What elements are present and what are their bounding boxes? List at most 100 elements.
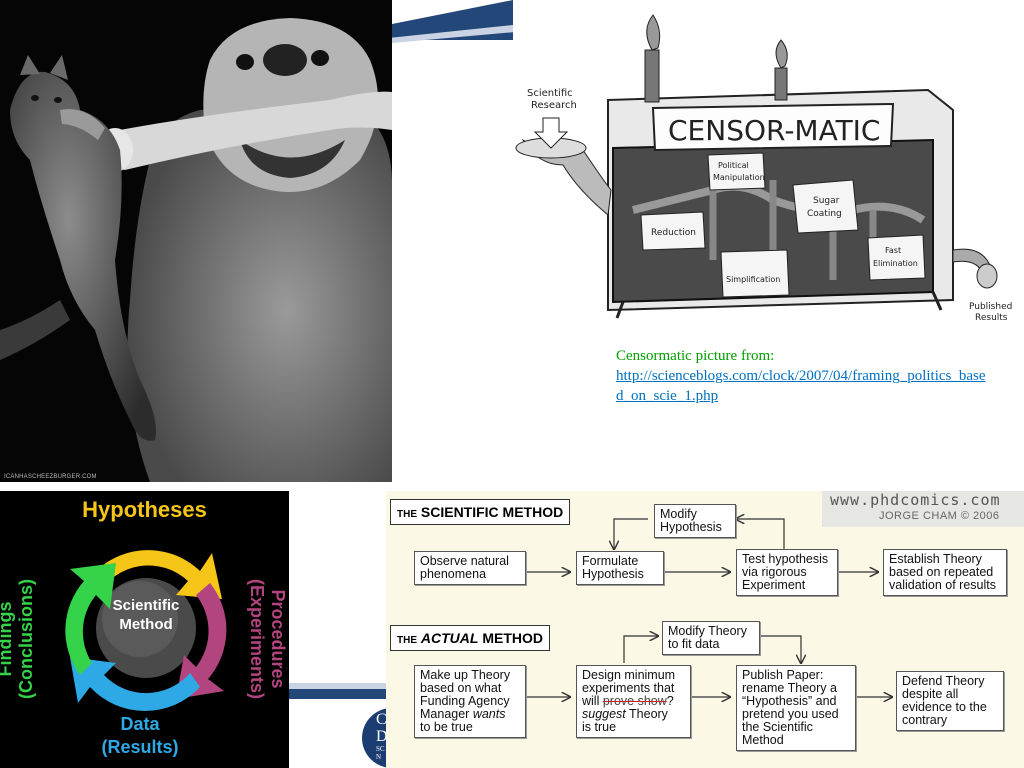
box-make-up-theory: Make up Theory based on what Funding Age…	[414, 665, 526, 738]
box-line: the Scientific	[742, 720, 813, 734]
comic-title-scientific: THE SCIENTIFIC METHOD	[390, 499, 571, 525]
module-label: Manipulation	[713, 173, 765, 182]
text-run: Manager	[420, 707, 473, 721]
box-line: Manager wants	[420, 708, 520, 721]
censor-matic-drawing: CENSOR-MATIC Scientific Research Publish…	[515, 14, 1012, 323]
box-line: experiments that	[582, 681, 675, 695]
box-line: based on repeated	[889, 565, 994, 579]
credit-label: Censormatic picture from:	[616, 348, 775, 364]
module-label: Coating	[807, 209, 842, 219]
box-line: to fit data	[668, 637, 720, 651]
text-run-italic: suggest	[582, 707, 626, 721]
box-line: is true	[582, 720, 617, 734]
box-line: Formulate	[582, 554, 639, 568]
module-label: Political	[718, 161, 749, 170]
module-label: Fast	[885, 246, 901, 255]
cycle-label-line: (Results)	[101, 737, 179, 757]
cycle-label-procedures: Procedures (Experiments)	[246, 549, 288, 729]
image-credit: Censormatic picture from: http://science…	[616, 346, 986, 406]
cycle-label-line: (Experiments)	[247, 578, 267, 700]
title-actual: ACTUAL	[420, 630, 479, 646]
box-line: phenomena	[420, 567, 487, 581]
box-establish-theory: Establish Theory based on repeated valid…	[883, 549, 1007, 596]
template-stripe-bottom-light	[289, 683, 386, 689]
comic-site-banner	[822, 491, 1024, 527]
box-line: Method	[742, 733, 784, 747]
comic-arrows	[526, 491, 1024, 768]
input-label: Research	[531, 100, 577, 111]
box-line: Defend Theory	[902, 674, 985, 688]
phd-comic-strip: www.phdcomics.com JORGE CHAM © 2006 THE …	[386, 491, 1024, 768]
title-rest: SCIENTIFIC METHOD	[420, 504, 564, 520]
cycle-label-line: (Conclusions)	[16, 579, 36, 699]
cycle-arrow-blue	[70, 657, 200, 712]
box-line: contrary	[902, 713, 948, 727]
kitten-dog-illustration	[0, 18, 392, 482]
cycle-arrows	[65, 550, 227, 712]
box-line: Modify Theory	[668, 624, 747, 638]
box-line: based on what	[420, 681, 502, 695]
module-label: Sugar	[813, 196, 840, 206]
text-run: ?	[666, 694, 674, 708]
box-test-hypothesis: Test hypothesis via rigorous Experiment	[736, 549, 838, 596]
text-run: Theory	[625, 707, 668, 721]
box-line: Hypothesis	[660, 520, 722, 534]
logo-letter: N	[376, 753, 382, 761]
box-line: Design minimum	[582, 668, 676, 682]
box-defend-theory: Defend Theory despite all evidence to th…	[896, 671, 1004, 731]
box-line: despite all	[902, 687, 959, 701]
box-line: Make up Theory	[420, 668, 511, 682]
box-line: Modify	[660, 507, 697, 521]
kitten-dog-photo: ICANHASCHEEZBURGER.COM	[0, 0, 392, 482]
title-the: THE	[397, 509, 417, 520]
cycle-label-hypotheses: Hypotheses	[82, 497, 207, 522]
box-line: to be true	[420, 720, 473, 734]
box-line: evidence to the	[902, 700, 987, 714]
box-line: Establish Theory	[889, 552, 982, 566]
cycle-label-data: Data (Results)	[60, 713, 220, 759]
comic-author: JORGE CHAM © 2006	[879, 510, 1000, 522]
module-label: Simplification	[726, 275, 780, 284]
logo-letter: D	[376, 728, 388, 745]
censor-matic-illustration: CENSOR-MATIC Scientific Research Publish…	[513, 0, 1024, 330]
box-line: suggest Theory	[582, 708, 685, 721]
box-line: pretend you used	[742, 707, 839, 721]
box-line: Observe natural	[420, 554, 509, 568]
box-line: “Hypothesis” and	[742, 694, 837, 708]
censor-sign: CENSOR-MATIC	[668, 114, 880, 147]
box-line: Test hypothesis	[742, 552, 829, 566]
text-run-strikethrough: prove show	[602, 694, 667, 708]
box-modify-hypothesis: Modify Hypothesis	[654, 504, 736, 538]
comic-site-url: www.phdcomics.com	[830, 491, 1001, 509]
cycle-label-findings: Findings (Conclusions)	[0, 549, 37, 729]
box-line: Publish Paper:	[742, 668, 824, 682]
box-line: rename Theory a	[742, 681, 837, 695]
box-line: Funding Agency	[420, 694, 510, 708]
credit-link[interactable]: http://scienceblogs.com/clock/2007/04/fr…	[616, 368, 986, 404]
module-label: Reduction	[651, 228, 696, 238]
box-design-experiments: Design minimum experiments that will pro…	[576, 665, 691, 738]
cycle-label-line: Procedures	[268, 589, 288, 689]
photo-watermark: ICANHASCHEEZBURGER.COM	[4, 474, 97, 480]
comic-title-actual: THE ACTUAL METHOD	[390, 625, 550, 651]
cycle-arrow-green	[65, 563, 116, 675]
logo-letter: SC	[376, 745, 385, 753]
output-label: Published	[969, 302, 1012, 312]
template-stripe-bottom	[289, 689, 386, 699]
cycle-center-line: Scientific	[112, 597, 180, 614]
text-run-italic: wants	[472, 707, 506, 721]
logo-letter: C	[376, 711, 387, 728]
cycle-arrow-yellow	[86, 550, 222, 599]
box-line: Experiment	[742, 578, 806, 592]
cycle-label-line: Findings	[0, 601, 15, 677]
title-the: THE	[397, 635, 417, 646]
cycle-arrow-magenta	[176, 583, 227, 699]
module-label: Elimination	[873, 259, 918, 268]
box-observe: Observe natural phenomena	[414, 551, 526, 585]
output-label: Results	[975, 313, 1008, 323]
box-modify-theory: Modify Theory to fit data	[662, 621, 760, 655]
box-publish-paper: Publish Paper: rename Theory a “Hypothes…	[736, 665, 856, 751]
box-line: will prove show?	[582, 695, 685, 708]
cycle-center-line: Method	[119, 616, 173, 633]
input-label: Scientific	[527, 88, 573, 99]
